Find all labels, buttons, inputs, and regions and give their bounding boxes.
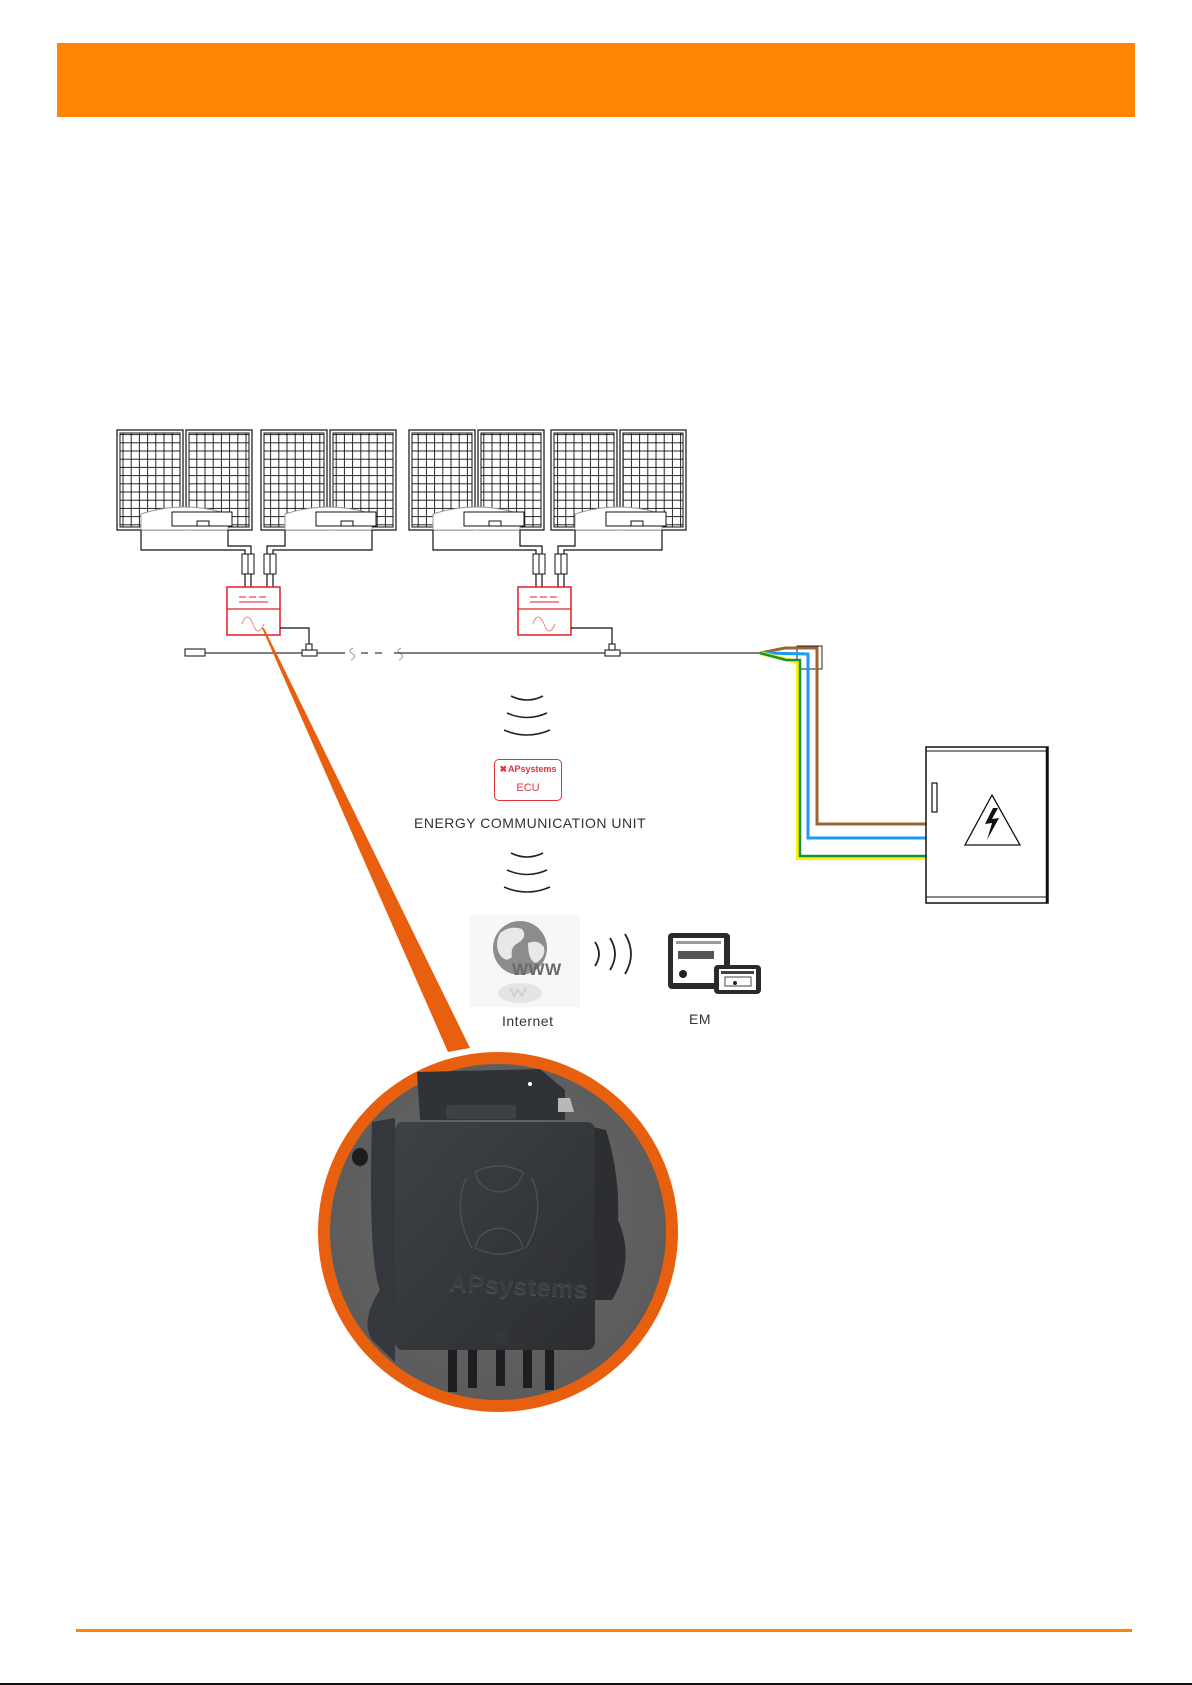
ecu-label: ENERGY COMMUNICATION UNIT — [414, 815, 647, 831]
wireless-signal-icon — [503, 695, 551, 736]
ecu-brand: APsystems — [508, 764, 557, 774]
header-band — [57, 43, 1135, 117]
mc4-connector-icon — [241, 553, 249, 575]
em-label: EM — [689, 1011, 711, 1027]
end-cap-icon — [184, 648, 206, 657]
mc4-connector-icon — [532, 553, 540, 575]
mc4-connector-icon — [560, 553, 568, 575]
apsystems-logo-icon: ✖ — [499, 764, 507, 774]
earth-wire-yellow — [759, 651, 926, 860]
break-mark-icon — [397, 647, 404, 661]
mc4-connector-icon — [263, 553, 271, 575]
ecu-device: ✖APsystems ECU — [494, 759, 562, 801]
page-edge — [0, 1683, 1192, 1685]
wireless-signal-icon — [503, 852, 551, 893]
www-reflection-icon — [509, 987, 527, 998]
distribution-box — [925, 746, 1049, 904]
tablet-phone-icon — [668, 933, 761, 994]
high-voltage-warning-icon — [963, 793, 1022, 846]
ac-wiring — [759, 645, 926, 860]
www-mark: WWW — [512, 960, 562, 979]
microinverter-icon — [226, 586, 281, 636]
pv-array — [116, 429, 687, 644]
ac-symbol-icon — [532, 616, 556, 632]
ecu-badge: ECU — [516, 782, 540, 794]
apsystems-logo-icon — [459, 1165, 539, 1255]
wireless-signal-icon — [594, 933, 632, 975]
neutral-wire — [759, 651, 926, 840]
microinverter-photo — [352, 1069, 626, 1392]
globe-www-icon — [470, 915, 580, 1007]
break-mark-icon — [349, 647, 356, 661]
dc-connector-icon — [448, 1350, 554, 1392]
mc4-connector-icon — [247, 553, 255, 575]
ground-screw-icon — [352, 1148, 368, 1166]
t-connector-icon — [604, 649, 621, 657]
footer-rule — [76, 1629, 1132, 1632]
live-wire — [759, 646, 926, 826]
internet-label: Internet — [502, 1013, 554, 1029]
microinverter-icon — [517, 586, 572, 636]
mc4-connector-icon — [538, 553, 546, 575]
door-handle-icon — [931, 782, 938, 813]
earth-wire-green — [759, 651, 926, 858]
ac-symbol-icon — [241, 616, 265, 632]
mc4-connector-icon — [269, 553, 277, 575]
t-connector-icon — [301, 649, 318, 657]
mc4-connector-icon — [554, 553, 562, 575]
